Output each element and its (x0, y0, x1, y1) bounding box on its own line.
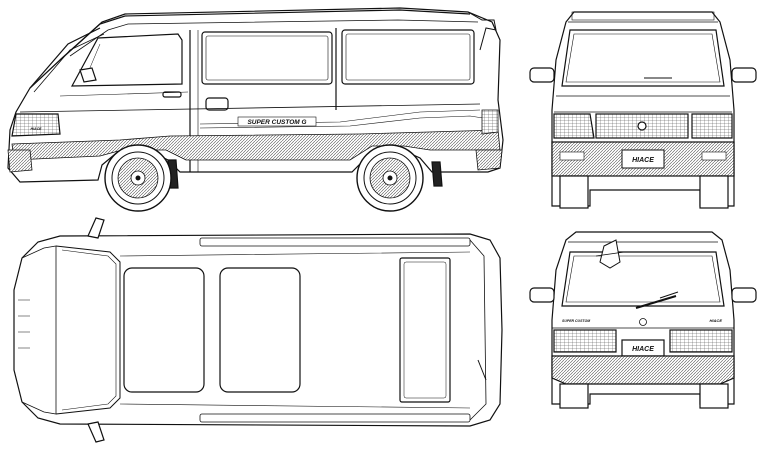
top-roof-rear (399, 257, 451, 403)
rear-plate-text: HIACE (632, 346, 654, 353)
front-plate-text: HIACE (632, 157, 654, 164)
front-windshield (561, 29, 725, 87)
front-mirror-right (731, 67, 757, 83)
slide-window-2 (341, 29, 475, 85)
side-rear-wheel (356, 144, 424, 212)
front-door-window (70, 33, 183, 87)
slide-window-1 (201, 31, 333, 85)
front-door-handle (162, 91, 182, 98)
side-front-wheel (104, 144, 172, 212)
rear-tire-right (699, 383, 729, 409)
side-front-badge: HIACE (31, 127, 43, 131)
rear-lamp-left (553, 329, 617, 353)
rear-window (561, 251, 725, 307)
rear-lamp-right (669, 329, 733, 353)
front-tire-left (559, 175, 589, 209)
rear-wiper (635, 295, 677, 309)
slide-door-handle (205, 97, 229, 111)
front-headlight-right (691, 113, 733, 139)
rear-mirror-right (731, 287, 757, 303)
top-mirror-top (87, 217, 105, 239)
rear-tire-left (559, 383, 589, 409)
side-rear-lamp (481, 109, 499, 135)
rear-mirror-left (529, 287, 555, 303)
top-roof-panel-1 (123, 267, 205, 393)
top-windshield (55, 245, 121, 415)
top-rail-lower (199, 413, 471, 423)
top-rail-upper (199, 237, 471, 247)
side-front-bumper (7, 149, 33, 173)
rear-emblem (639, 318, 647, 326)
top-antenna (477, 359, 487, 381)
side-view: SUPER CUSTOM G (7, 7, 504, 189)
side-stripe-dark (11, 129, 501, 161)
front-plate (621, 149, 665, 169)
front-tire-right (699, 175, 729, 209)
side-body-outline (7, 7, 504, 183)
side-mirror (79, 67, 97, 83)
front-view: HIACE (529, 11, 757, 209)
side-decal-text: SUPER CUSTOM G (247, 119, 306, 126)
rear-badge-right: HIACE (710, 318, 723, 323)
side-decal: SUPER CUSTOM G (237, 116, 317, 127)
rear-view: SUPER CUSTOM HIACE HIACE (529, 231, 757, 409)
rear-bumper (551, 355, 735, 385)
side-rear-bumper (475, 149, 503, 171)
top-view (13, 217, 503, 443)
rear-badge-left: SUPER CUSTOM (562, 319, 590, 323)
side-headlight (11, 113, 61, 137)
front-headlight-left (553, 113, 595, 139)
top-roof-panel-2 (219, 267, 301, 393)
top-body-outline (13, 233, 503, 427)
front-mirror-left (529, 67, 555, 83)
front-emblem (637, 121, 647, 131)
rear-spoiler (467, 11, 497, 51)
top-mirror-bottom (87, 421, 105, 443)
